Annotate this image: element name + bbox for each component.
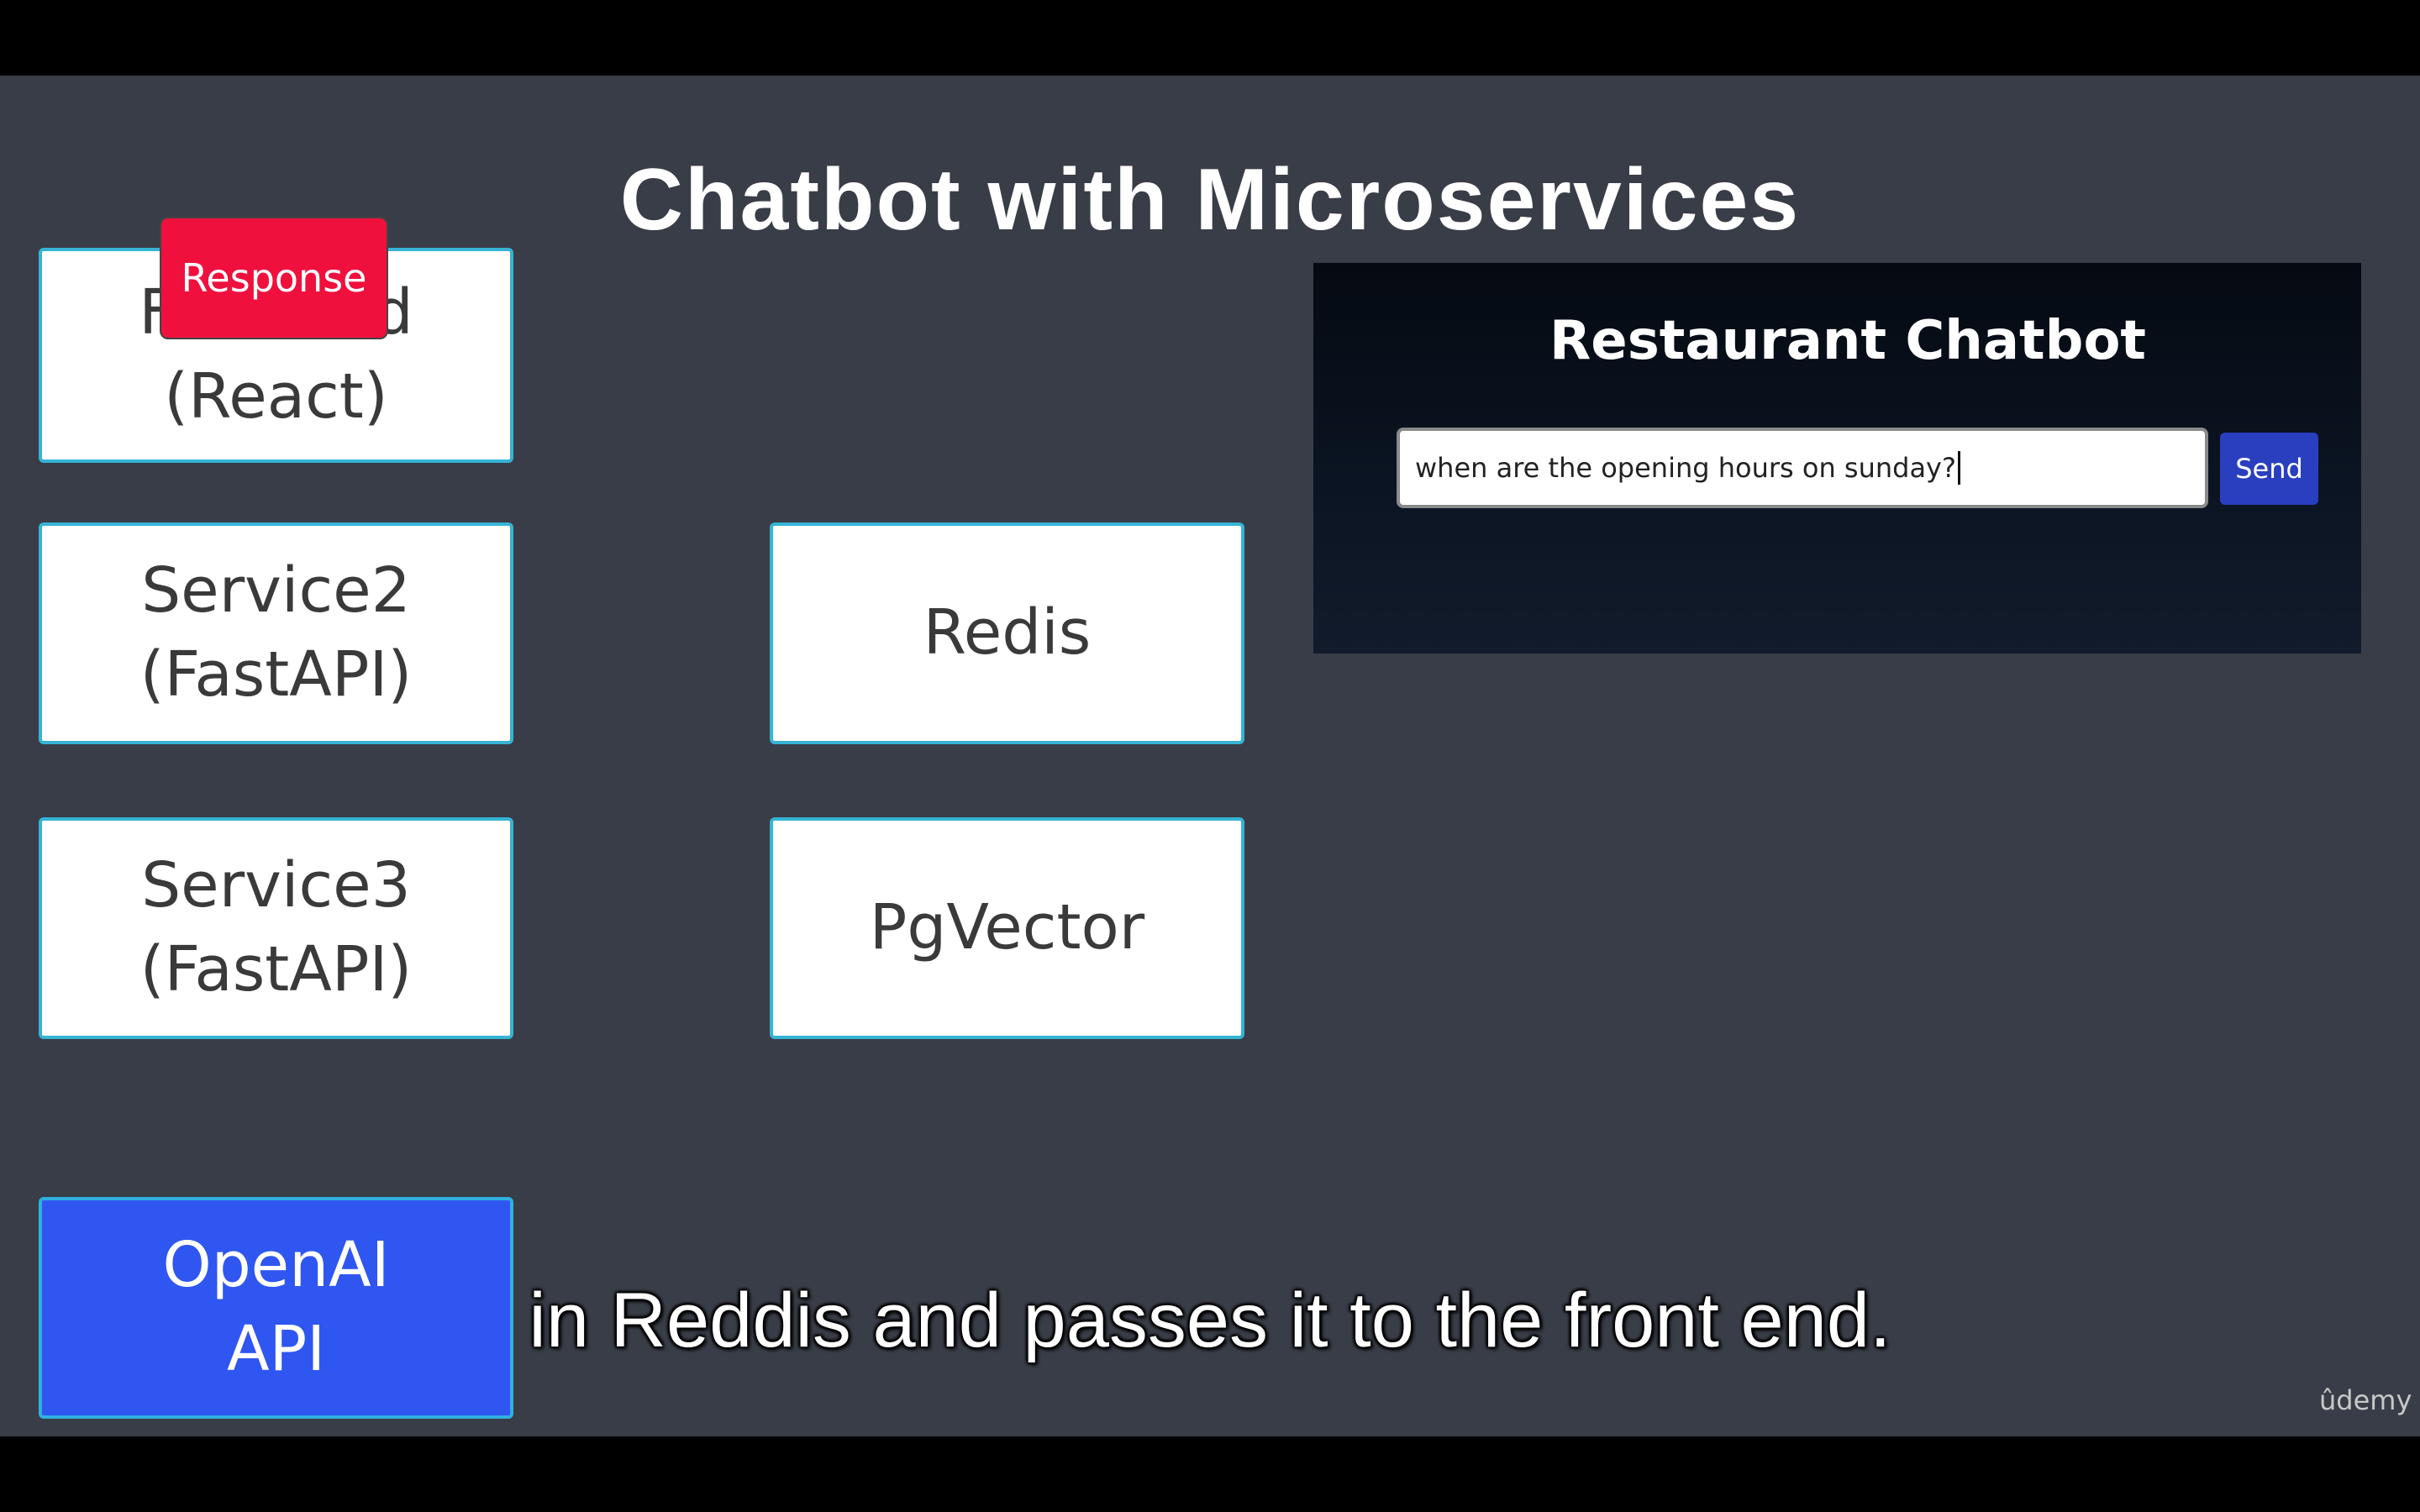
udemy-watermark: ûdemy: [2319, 1384, 2412, 1416]
video-letterbox-top: [0, 0, 2420, 76]
openai-api-box: OpenAI API: [39, 1197, 513, 1419]
service3-label: Service3 (FastAPI): [139, 849, 413, 1005]
redis-label: Redis: [923, 596, 1092, 669]
chatbot-app-screenshot: Restaurant Chatbot when are the opening …: [1313, 263, 2361, 654]
video-letterbox-bottom: [0, 1436, 2420, 1512]
response-message-chip: Response: [160, 217, 388, 339]
chatbot-title: Restaurant Chatbot: [1549, 310, 2146, 372]
chat-input-value: when are the opening hours on sunday?: [1415, 452, 1956, 484]
send-button[interactable]: Send: [2220, 433, 2318, 505]
slide-title: Chatbot with Microservices: [619, 151, 1801, 249]
service2-label: Service2 (FastAPI): [139, 554, 413, 711]
service3-box: Service3 (FastAPI): [39, 817, 513, 1039]
chat-message-input[interactable]: when are the opening hours on sunday?: [1397, 428, 2208, 508]
openai-api-label: OpenAI API: [162, 1229, 390, 1385]
service2-box: Service2 (FastAPI): [39, 522, 513, 744]
pgvector-box: PgVector: [770, 817, 1244, 1039]
redis-box: Redis: [770, 522, 1244, 744]
presentation-slide: Chatbot with Microservices Frontend (Rea…: [0, 76, 2420, 1436]
text-caret: [1957, 451, 1960, 485]
video-subtitle: in Reddis and passes it to the front end…: [529, 1278, 1891, 1363]
pgvector-label: PgVector: [869, 891, 1145, 964]
